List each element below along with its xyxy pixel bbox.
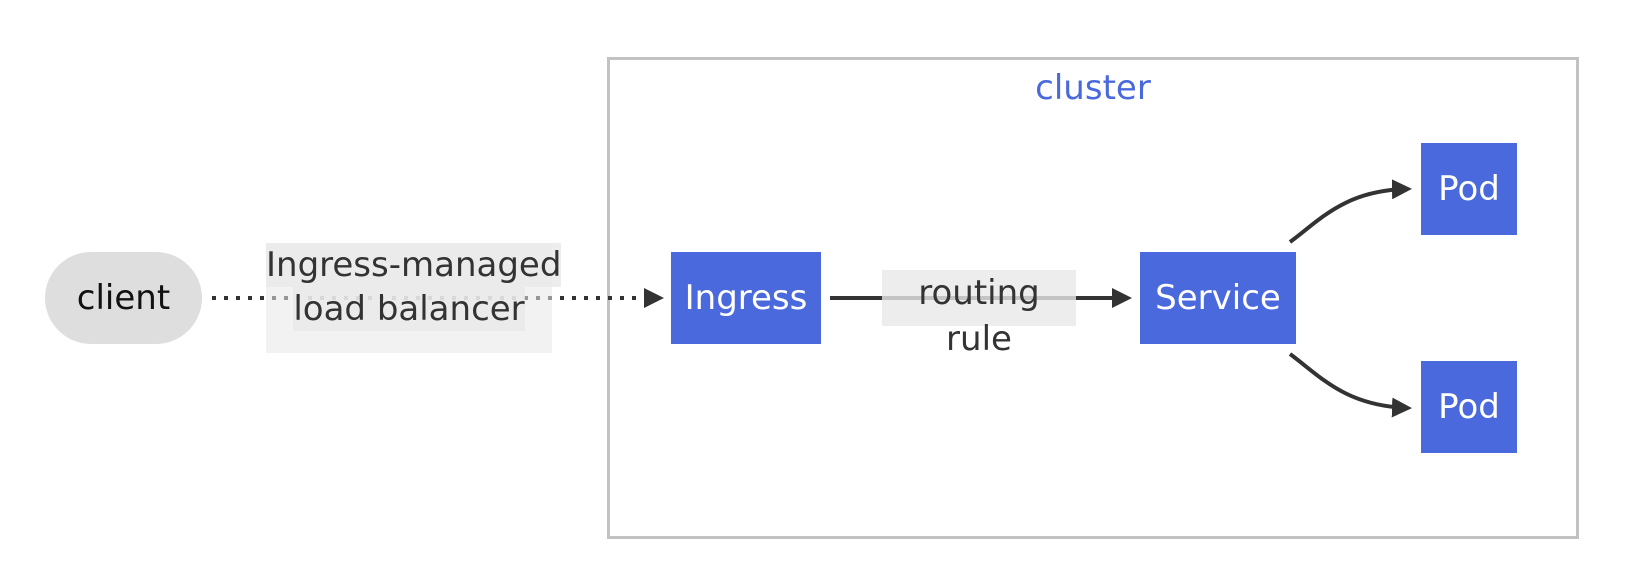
cluster-label: cluster: [1035, 68, 1151, 108]
edge-label-line-1: Ingress-managed: [266, 243, 562, 287]
edge-label-routing-rule: routing rule: [882, 270, 1076, 359]
edge-service-pod-bottom: [1288, 352, 1412, 418]
edge-label-line-2: load balancer: [293, 287, 525, 331]
node-ingress[interactable]: Ingress: [671, 252, 821, 344]
edge-service-pod-top: [1288, 179, 1412, 244]
edge-label-load-balancer: Ingress-managed load balancer: [266, 243, 562, 353]
node-pod-bottom[interactable]: Pod: [1421, 361, 1517, 453]
node-pod-top[interactable]: Pod: [1421, 143, 1517, 235]
node-service[interactable]: Service: [1140, 252, 1296, 344]
node-client[interactable]: client: [45, 252, 202, 344]
